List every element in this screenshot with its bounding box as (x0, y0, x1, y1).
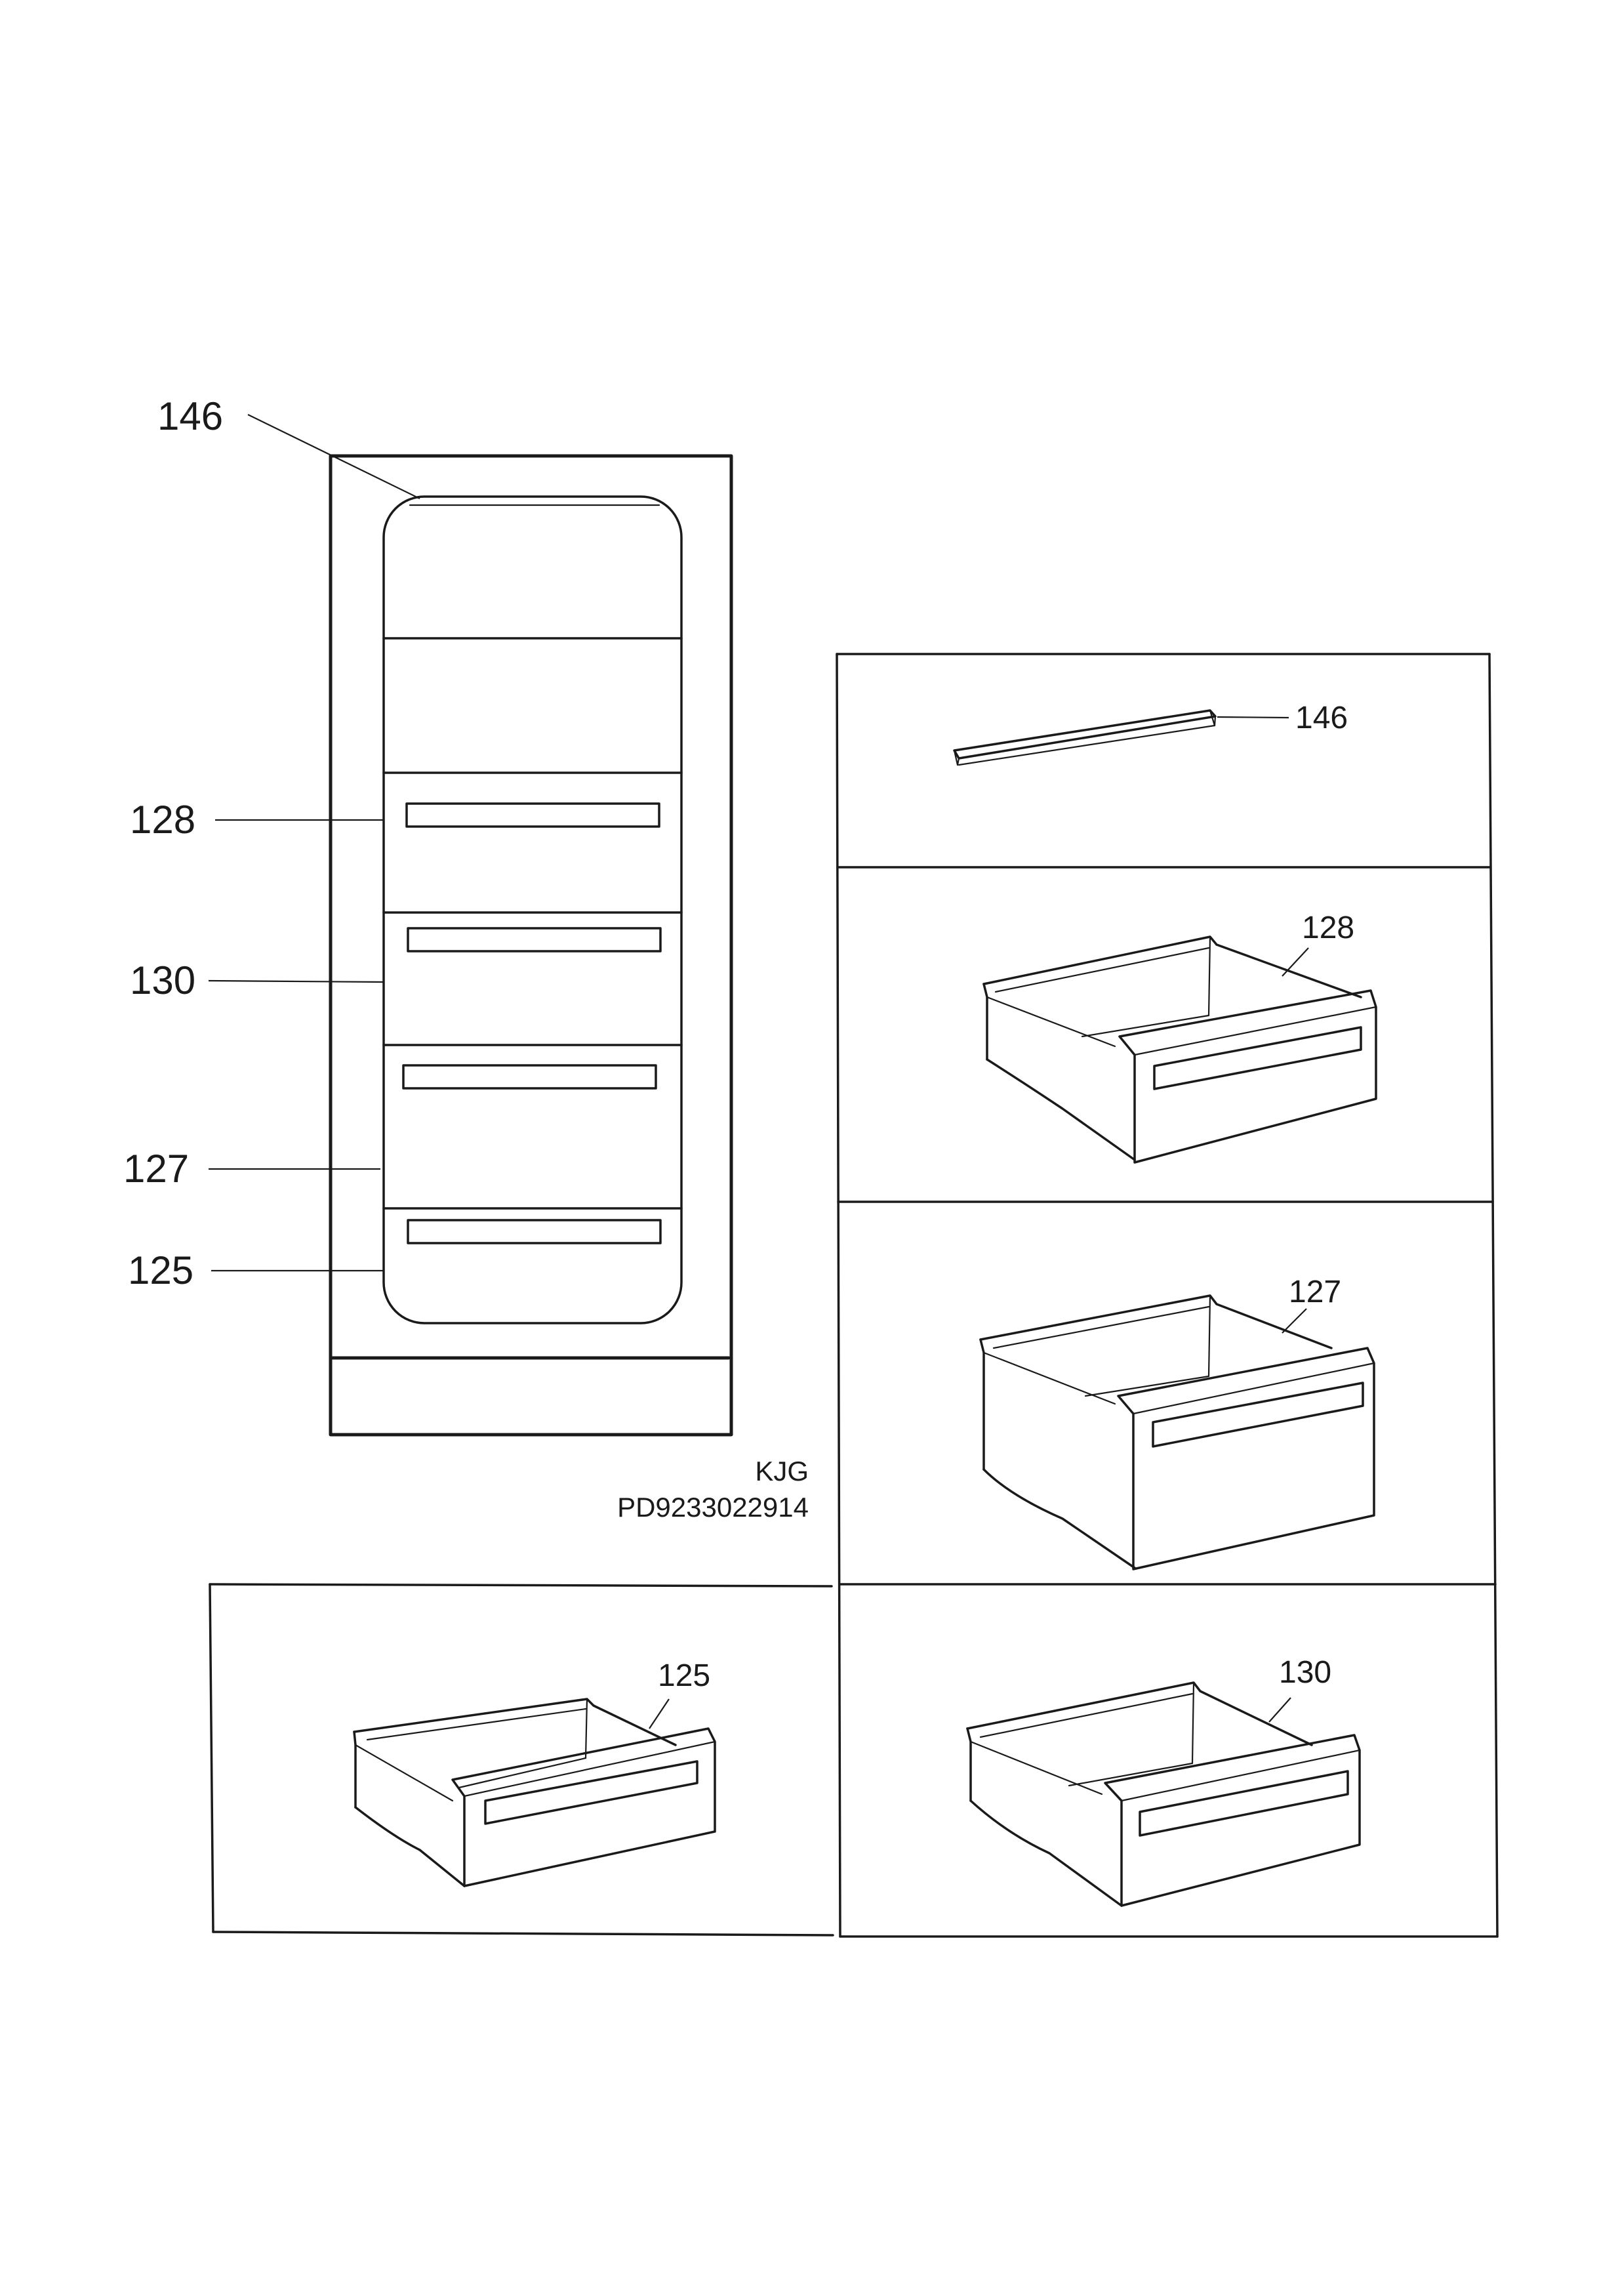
leader-127 (1282, 1308, 1307, 1334)
label-146: 146 (1295, 701, 1348, 735)
label-125: 125 (658, 1658, 710, 1693)
leader-146 (1217, 716, 1289, 719)
reference-number: PD9233022914 (617, 1492, 809, 1523)
label-128: 128 (1302, 911, 1354, 945)
detail-panels-frame (209, 653, 1499, 1938)
part-128-drawer (982, 935, 1377, 1164)
leader-128 (1282, 947, 1309, 977)
part-130-drawer (966, 1681, 1361, 1907)
callout-125: 125 (128, 1248, 193, 1292)
callout-146: 146 (157, 394, 223, 438)
callout-127: 127 (123, 1147, 189, 1191)
overview-leader-lines (208, 414, 420, 1272)
reference-code: KJG (755, 1456, 809, 1486)
label-127: 127 (1289, 1275, 1341, 1309)
part-146-rail (953, 709, 1217, 766)
callout-128: 128 (130, 798, 195, 842)
callout-130: 130 (130, 958, 195, 1002)
leader-130 (1268, 1697, 1291, 1723)
part-127-drawer (979, 1294, 1375, 1570)
part-125-drawer (353, 1698, 716, 1887)
leader-125 (649, 1698, 670, 1729)
label-130: 130 (1279, 1655, 1331, 1690)
cabinet-overview (329, 454, 733, 1437)
